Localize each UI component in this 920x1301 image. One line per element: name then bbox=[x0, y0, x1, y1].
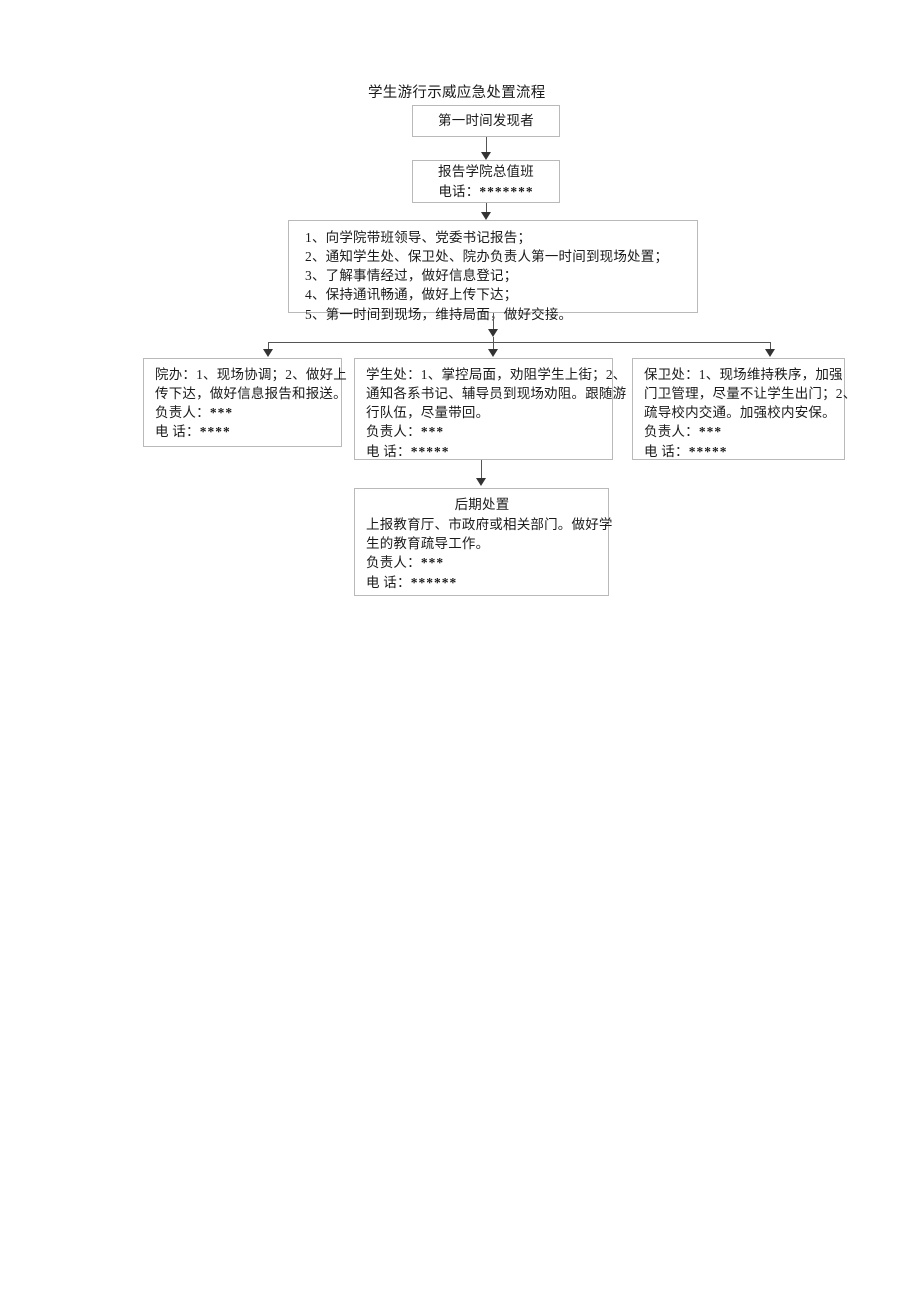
fork-drop-middle bbox=[493, 342, 494, 350]
node-branch-yuanban: 院办：1、现场协调；2、做好上 传下达，做好信息报告和报送。 负责人：*** 电… bbox=[143, 358, 347, 447]
followup-phone-value: ****** bbox=[410, 574, 458, 590]
branch-body-line: 行队伍，尽量带回。 bbox=[366, 405, 490, 421]
node-followup-heading: 后期处置 bbox=[454, 497, 510, 512]
node-branch-xueshengchu: 学生处：1、掌控局面，劝阻学生上街；2、 通知各系书记、辅导员到现场劝阻。跟随游… bbox=[354, 358, 627, 461]
connector-xueshengchu-to-followup bbox=[481, 460, 482, 480]
branch-phone: 电 话：**** bbox=[155, 422, 331, 441]
arrow-head-icon bbox=[476, 478, 486, 486]
branch-body-line: 疏导校内交通。加强校内安保。 bbox=[644, 405, 836, 421]
arrow-head-icon bbox=[765, 349, 775, 357]
node-report-duty-phone-value: ******* bbox=[479, 183, 534, 199]
connector-report-to-actions bbox=[486, 203, 487, 213]
arrow-head-icon bbox=[488, 349, 498, 357]
arrow-head-icon bbox=[481, 212, 491, 220]
branch-phone-label: 电 话： bbox=[155, 424, 200, 440]
fork-stem bbox=[493, 337, 494, 343]
connector-actions-to-fork bbox=[493, 313, 494, 330]
arrow-head-icon bbox=[488, 329, 498, 337]
node-followup-handling: 后期处置 上报教育厅、市政府或相关部门。做好学 生的教育疏导工作。 负责人：**… bbox=[354, 488, 613, 596]
branch-phone-label: 电 话： bbox=[644, 443, 689, 459]
branch-owner-label: 负责人： bbox=[366, 424, 421, 440]
branch-body-line: 学生处：1、掌控局面，劝阻学生上街；2、 bbox=[366, 367, 627, 382]
branch-owner-value: *** bbox=[209, 405, 234, 421]
followup-owner-label: 负责人： bbox=[366, 555, 421, 571]
branch-phone-value: **** bbox=[199, 424, 231, 440]
followup-owner-value: *** bbox=[420, 555, 445, 571]
page-title: 学生游行示威应急处置流程 bbox=[368, 85, 546, 101]
followup-phone-label: 电 话： bbox=[366, 574, 411, 590]
branch-body-line: 院办：1、现场协调；2、做好上 bbox=[155, 367, 347, 382]
branch-phone: 电 话：***** bbox=[366, 442, 602, 461]
action-item: 5、第一时间到现场，维持局面，做好交接。 bbox=[305, 306, 573, 322]
action-item: 4、保持通讯畅通，做好上传下达； bbox=[305, 287, 518, 303]
branch-owner-label: 负责人： bbox=[155, 405, 210, 421]
branch-owner: 负责人：*** bbox=[644, 422, 834, 441]
node-branch-baoweichu: 保卫处：1、现场维持秩序，加强 门卫管理，尽量不让学生出门；2、 疏导校内交通。… bbox=[632, 358, 857, 461]
followup-owner: 负责人：*** bbox=[366, 553, 598, 572]
node-action-checklist: 1、向学院带班领导、党委书记报告； 2、通知学生处、保卫处、院办负责人第一时间到… bbox=[288, 220, 698, 322]
arrow-head-icon bbox=[481, 152, 491, 160]
followup-phone: 电 话：****** bbox=[366, 573, 598, 592]
branch-body-line: 门卫管理，尽量不让学生出门；2、 bbox=[644, 386, 857, 402]
node-report-duty-office: 报告学院总值班 电话：******* bbox=[412, 160, 560, 203]
fork-drop-left bbox=[268, 342, 269, 350]
node-first-discoverer: 第一时间发现者 bbox=[412, 105, 560, 137]
node-report-duty-phone-label: 电话： bbox=[438, 183, 480, 199]
fork-horizontal-bar bbox=[268, 342, 771, 343]
branch-owner: 负责人：*** bbox=[155, 403, 331, 422]
branch-owner-value: *** bbox=[698, 424, 723, 440]
fork-drop-right bbox=[770, 342, 771, 350]
branch-owner: 负责人：*** bbox=[366, 422, 602, 441]
branch-body-line: 保卫处：1、现场维持秩序，加强 bbox=[644, 367, 843, 382]
node-report-duty-phone: 电话：******* bbox=[438, 182, 533, 201]
arrow-head-icon bbox=[263, 349, 273, 357]
action-item: 1、向学院带班领导、党委书记报告； bbox=[305, 230, 532, 245]
followup-body-line: 上报教育厅、市政府或相关部门。做好学 bbox=[366, 517, 613, 533]
node-first-discoverer-label: 第一时间发现者 bbox=[438, 113, 534, 129]
followup-body-line: 生的教育疏导工作。 bbox=[366, 536, 490, 552]
branch-body-line: 通知各系书记、辅导员到现场劝阻。跟随游 bbox=[366, 386, 627, 402]
action-item: 3、了解事情经过，做好信息登记； bbox=[305, 268, 518, 284]
branch-phone-value: ***** bbox=[688, 443, 728, 459]
branch-phone: 电 话：***** bbox=[644, 442, 834, 461]
action-item: 2、通知学生处、保卫处、院办负责人第一时间到现场处置； bbox=[305, 249, 669, 265]
branch-phone-label: 电 话： bbox=[366, 443, 411, 459]
connector-discoverer-to-report bbox=[486, 137, 487, 153]
branch-phone-value: ***** bbox=[410, 443, 450, 459]
branch-owner-value: *** bbox=[420, 424, 445, 440]
node-report-duty-label: 报告学院总值班 bbox=[438, 164, 534, 180]
branch-body-line: 传下达，做好信息报告和报送。 bbox=[155, 386, 347, 402]
branch-owner-label: 负责人： bbox=[644, 424, 699, 440]
